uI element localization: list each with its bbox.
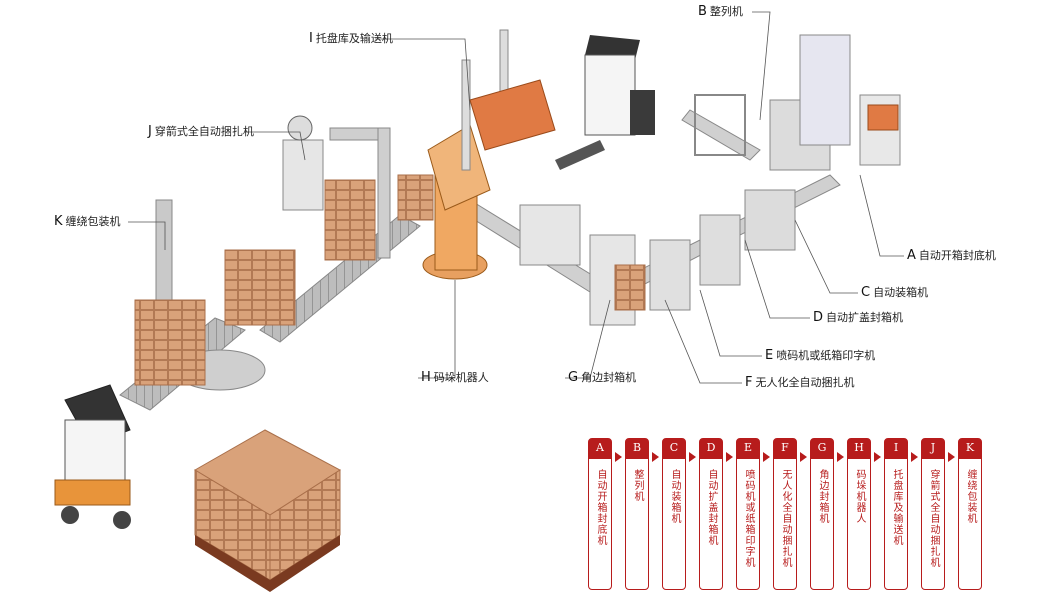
flow-arrow-icon xyxy=(911,452,918,462)
mid-line-machines xyxy=(519,189,796,326)
flow-arrow-icon xyxy=(689,452,696,462)
pallet-stacks xyxy=(194,174,434,592)
forklift-left xyxy=(54,384,131,529)
flow-arrow-icon xyxy=(726,452,733,462)
palletizing-robot xyxy=(422,124,491,280)
forklift-top xyxy=(555,35,655,170)
strapping-arch-machine xyxy=(282,115,391,259)
pallet-magazine xyxy=(461,29,556,171)
right-end-machines xyxy=(694,34,901,171)
flow-arrow-icon xyxy=(615,452,622,462)
flow-arrow-icon xyxy=(837,452,844,462)
flow-arrow-icon xyxy=(874,452,881,462)
flow-arrow-icon xyxy=(652,452,659,462)
flow-arrow-icon xyxy=(800,452,807,462)
leader-lines xyxy=(128,11,904,384)
stretch-wrapper-machine xyxy=(134,199,266,391)
flow-arrow-icon xyxy=(948,452,955,462)
flow-arrow-icon xyxy=(763,452,770,462)
